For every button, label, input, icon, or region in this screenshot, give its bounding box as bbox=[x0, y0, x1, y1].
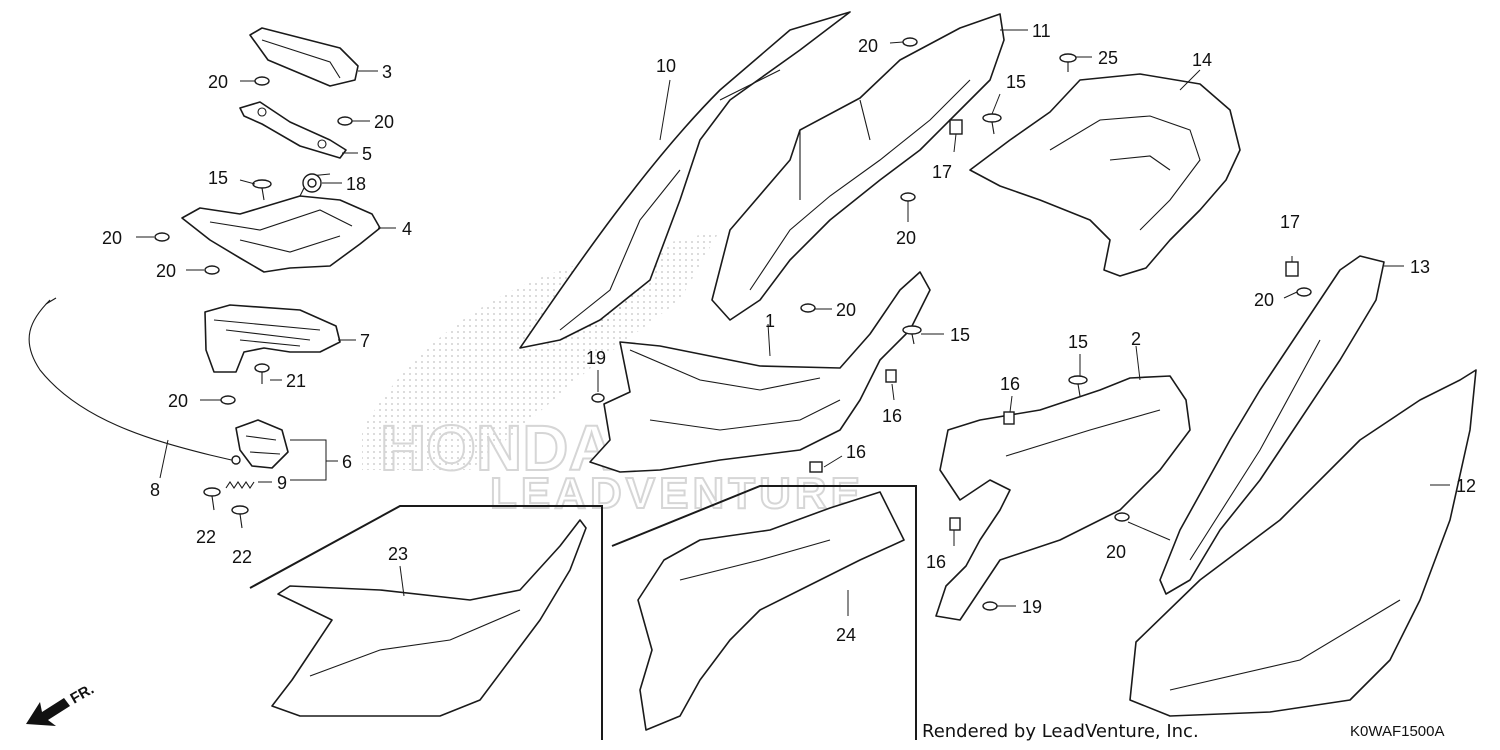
front-arrow-icon bbox=[26, 698, 70, 726]
callout-15-a: 15 bbox=[1006, 72, 1026, 92]
part-12-side-panel bbox=[1129, 369, 1477, 717]
fastener-25 bbox=[1059, 53, 1077, 72]
callout-20-g: 20 bbox=[896, 228, 916, 248]
part-14-rear-cover bbox=[969, 73, 1241, 277]
callout-22-b: 22 bbox=[232, 547, 252, 567]
part-10-side-rail bbox=[519, 11, 851, 349]
callout-10: 10 bbox=[656, 56, 676, 76]
callout-5: 5 bbox=[362, 144, 372, 164]
callout-25: 25 bbox=[1098, 48, 1118, 68]
callout-11: 11 bbox=[1032, 21, 1051, 41]
part-6-latch bbox=[235, 419, 289, 469]
diagram-code: K0WAF1500A bbox=[1350, 723, 1445, 740]
fastener-16-b bbox=[809, 461, 823, 473]
fastener-16-a bbox=[885, 369, 897, 383]
leader-lines bbox=[136, 29, 1450, 616]
callout-18: 18 bbox=[346, 174, 366, 194]
fastener-19-a bbox=[591, 393, 605, 403]
fastener-15-d bbox=[1068, 375, 1088, 397]
callout-20-d: 20 bbox=[156, 261, 176, 281]
frame-part-24 bbox=[611, 485, 917, 740]
part-8-cable bbox=[28, 297, 241, 465]
callout-15-d: 15 bbox=[1068, 332, 1088, 352]
callout-19-a: 19 bbox=[586, 348, 606, 368]
callout-17-a: 17 bbox=[932, 162, 952, 182]
callout-16-d: 16 bbox=[926, 552, 946, 572]
callout-8: 8 bbox=[150, 480, 160, 500]
callout-6: 6 bbox=[342, 452, 352, 472]
part-24-lower-panel bbox=[637, 491, 905, 731]
frame-part-23 bbox=[249, 505, 603, 740]
callout-20-f: 20 bbox=[858, 36, 878, 56]
part-2-lower-cover bbox=[935, 375, 1191, 621]
callout-1: 1 bbox=[765, 311, 775, 331]
fastener-15-a bbox=[252, 179, 272, 201]
callout-16-a: 16 bbox=[882, 406, 902, 426]
callout-20-j: 20 bbox=[1106, 542, 1126, 562]
callout-13: 13 bbox=[1410, 257, 1430, 277]
part-3-cover bbox=[249, 27, 359, 87]
callout-3: 3 bbox=[382, 62, 392, 82]
callout-2: 2 bbox=[1131, 329, 1141, 349]
watermark-company-text: LEADVENTURE bbox=[490, 469, 864, 518]
callout-24: 24 bbox=[836, 625, 856, 645]
fastener-16-d bbox=[949, 517, 961, 531]
callout-23: 23 bbox=[388, 544, 408, 564]
callout-12: 12 bbox=[1456, 476, 1476, 496]
callout-20-a: 20 bbox=[208, 72, 228, 92]
fastener-20-screws bbox=[154, 37, 1312, 522]
fastener-15-b bbox=[982, 113, 1002, 135]
part-22-screw-b bbox=[231, 505, 249, 529]
part-22-screw-a bbox=[203, 487, 221, 511]
fastener-16-c bbox=[1003, 411, 1015, 425]
callout-20-e: 20 bbox=[168, 391, 188, 411]
callout-21: 21 bbox=[286, 371, 306, 391]
callout-14: 14 bbox=[1192, 50, 1212, 70]
callout-9: 9 bbox=[277, 473, 287, 493]
callout-15-c: 15 bbox=[950, 325, 970, 345]
callout-7: 7 bbox=[360, 331, 370, 351]
callout-17-b: 17 bbox=[1280, 212, 1300, 232]
callout-20-i: 20 bbox=[1254, 290, 1274, 310]
part-callouts: 1 2 3 4 5 6 7 8 9 10 11 12 13 14 15 15 1… bbox=[102, 21, 1476, 645]
part-4-inner-tray bbox=[181, 173, 381, 273]
callout-19-b: 19 bbox=[1022, 597, 1042, 617]
callout-22-a: 22 bbox=[196, 527, 216, 547]
callout-20-b: 20 bbox=[374, 112, 394, 132]
fastener-18 bbox=[302, 173, 322, 193]
part-13-side-trim bbox=[1159, 255, 1385, 595]
callout-16-c: 16 bbox=[1000, 374, 1020, 394]
fastener-17-a bbox=[949, 119, 963, 135]
footer-credit: Rendered by LeadVenture, Inc. bbox=[922, 721, 1199, 742]
callout-4: 4 bbox=[402, 219, 412, 239]
callout-20-c: 20 bbox=[102, 228, 122, 248]
front-label: FR. bbox=[68, 681, 97, 708]
part-23-lower-panel bbox=[271, 519, 587, 717]
watermark-brand-text: HONDA bbox=[380, 412, 615, 484]
callout-16-b: 16 bbox=[846, 442, 866, 462]
callout-20-h: 20 bbox=[836, 300, 856, 320]
part-5-bracket bbox=[239, 101, 347, 159]
part-7-lock-box bbox=[204, 304, 341, 373]
callout-15-b: 15 bbox=[208, 168, 228, 188]
fastener-15-c bbox=[902, 325, 922, 345]
front-direction-indicator: FR. bbox=[26, 681, 97, 726]
part-11-frame-cover bbox=[711, 13, 1005, 321]
fastener-19-b bbox=[982, 601, 998, 611]
fastener-17-b bbox=[1285, 261, 1299, 277]
fastener-21 bbox=[254, 363, 270, 384]
part-9-spring bbox=[225, 481, 255, 489]
part-1-floor-panel bbox=[589, 271, 931, 473]
